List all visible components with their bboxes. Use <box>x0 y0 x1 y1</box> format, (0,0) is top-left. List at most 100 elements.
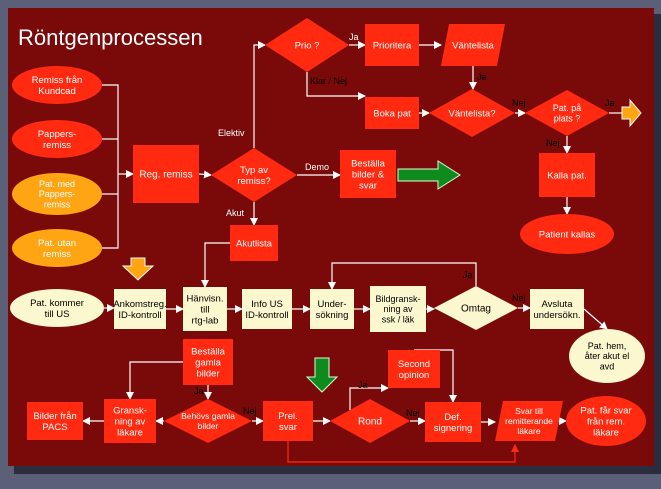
edge-label-vantelista-nej: Nej <box>512 98 526 108</box>
node-label: Under-sökning <box>316 299 349 321</box>
node-label: Pappers-remiss <box>38 129 77 151</box>
node-label: Omtag <box>461 304 491 315</box>
node-reg-remiss: Reg. remiss <box>133 145 199 203</box>
node-label: Akutlista <box>236 238 273 249</box>
feedback-connector <box>287 441 519 463</box>
edge-label-vantelista-ja: Ja <box>477 72 487 82</box>
node-def-signering: Def.signering <box>425 402 481 442</box>
connector <box>126 361 183 400</box>
node-label: Rond <box>358 417 382 428</box>
node-akutlista: Akutlista <box>230 225 278 261</box>
connector <box>349 384 389 410</box>
node-label: Kalla pat. <box>547 170 587 181</box>
edge-label-omtag-nej: Nej <box>512 293 526 303</box>
node-kalla-pat: Kalla pat. <box>539 153 595 197</box>
node-label: Patient kallas <box>539 229 596 240</box>
node-label: Def.signering <box>434 412 473 434</box>
edge-label-plats-ja: Ja <box>605 98 615 108</box>
connector-lines <box>82 41 622 463</box>
node-label: Reg. remiss <box>139 170 192 181</box>
connector <box>102 84 119 249</box>
node-omtag: Omtag <box>434 286 518 330</box>
node-rond: Rond <box>330 399 410 443</box>
edge-label-plats-nej: Nej <box>546 138 560 148</box>
node-label: Boka pat <box>373 108 411 119</box>
node-prio: Prio ? <box>265 18 349 72</box>
node-label: Prioritera <box>373 40 412 51</box>
connector <box>201 242 230 288</box>
edge-label-behovs-ja: Ja <box>194 386 204 396</box>
connector <box>198 170 212 179</box>
edge-label-behovs-nej: Nej <box>243 406 257 416</box>
edge-label-akut: Akut <box>226 208 245 218</box>
node-pappersremiss: Pappers-remiss <box>12 120 102 158</box>
orange-down-arrow <box>121 257 155 281</box>
node-undersokning: Under-sökning <box>310 289 354 329</box>
connector <box>253 41 266 148</box>
node-boka-pat: Boka pat <box>365 97 419 129</box>
node-prioritera: Prioritera <box>365 24 419 66</box>
node-patient-kallas: Patient kallas <box>520 214 614 254</box>
connector <box>583 308 608 330</box>
connector <box>306 72 366 100</box>
green-right-arrow <box>397 160 461 190</box>
node-ankomstreg: Ankomstreg.ID-kontroll <box>113 289 167 329</box>
edge-label-rond-nej: Nej <box>406 408 420 418</box>
node-label: Prio ? <box>295 40 320 51</box>
edge-label-rond-ja: Ja <box>358 380 368 390</box>
node-prel-svar: Prel.svar <box>263 401 313 441</box>
node-label: Ankomstreg.ID-kontroll <box>113 299 166 321</box>
orange-right-arrow <box>621 98 642 128</box>
edge-label-demo: Demo <box>305 162 329 172</box>
connector <box>328 262 477 290</box>
node-label: Väntelista? <box>448 108 495 119</box>
block-arrows <box>121 98 642 393</box>
node-label: Prel.svar <box>278 411 298 433</box>
node-label: Väntelista <box>452 40 494 51</box>
edge-label-klar-nej: Klar / Nej <box>310 76 347 86</box>
edge-label-prio-ja: Ja <box>349 32 359 42</box>
node-vantelista-q: Väntelista? <box>429 89 515 137</box>
